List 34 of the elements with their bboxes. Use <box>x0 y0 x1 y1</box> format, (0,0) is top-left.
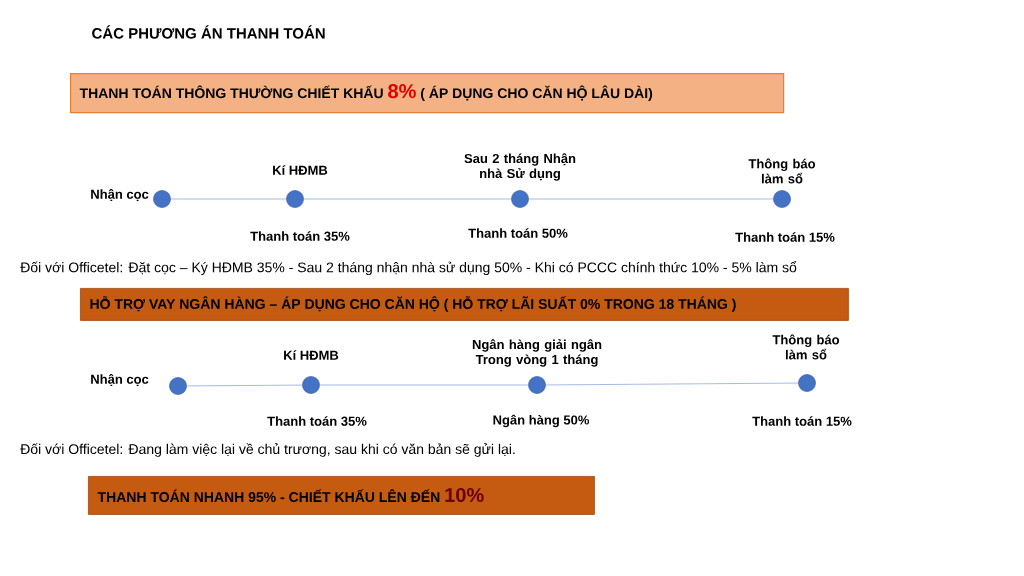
step-label: Ngân hàng 50% <box>493 414 590 428</box>
timeline-line <box>319 384 529 386</box>
timeline-dot <box>511 190 529 208</box>
timeline-dot <box>153 190 171 208</box>
step-label: Thông báo làm sổ <box>772 334 840 360</box>
step-label: Kí HĐMB <box>273 165 328 175</box>
timeline-line <box>528 198 774 200</box>
note: Đối với Officetel: Đặt cọc – Ký HĐMB 35% - Sau 2 tháng nhận nhà sử dụng 50% - Khi có PCCC chính thức 10% - 5% làm sổ <box>20 260 797 276</box>
step-label: Thanh toán 35% <box>267 416 367 426</box>
timeline-line <box>186 384 303 387</box>
banner: THANH TOÁN NHANH 95% - CHIẾT KHẤU LÊN ĐẾN 10% <box>88 476 595 515</box>
step-label: Nhận cọc <box>91 189 149 201</box>
timeline-dot <box>302 376 320 394</box>
banner: THANH TOÁN THÔNG THƯỜNG CHIẾT KHẤU 8% ( ÁP DỤNG CHO CĂN HỘ LÂU DÀI) <box>70 73 785 114</box>
timeline-dot <box>773 190 791 208</box>
timeline-dot <box>286 190 304 208</box>
note: Đối với Officetel: Đang làm việc lại về chủ trương, sau khi có văn bản sẽ gửi lại. <box>20 443 515 457</box>
timeline-dot <box>528 376 546 394</box>
timeline-line <box>545 382 799 386</box>
step-label: Thông báo làm sổ <box>748 158 816 184</box>
timeline-line <box>303 198 512 200</box>
step-label: Sau 2 tháng Nhận nhà Sử dụng <box>464 153 576 181</box>
step-label: Nhận cọc <box>91 374 149 386</box>
banner: HỖ TRỢ VAY NGÂN HÀNG – ÁP DỤNG CHO CĂN HỘ ( HỖ TRỢ LÃI SUẤT 0% TRONG 18 THÁNG ) <box>80 288 849 321</box>
step-label: Kí HĐMB <box>284 350 339 360</box>
timeline-dot <box>169 377 187 395</box>
step-label: Thanh toán 15% <box>752 416 852 426</box>
step-label: Thanh toán 15% <box>735 232 835 242</box>
step-label: Thanh toán 50% <box>468 228 568 238</box>
step-label: Ngân hàng giải ngân Trong vòng 1 tháng <box>472 339 602 367</box>
timeline-line <box>170 198 287 200</box>
heading: CÁC PHƯƠNG ÁN THANH TOÁN <box>92 25 325 39</box>
step-label: Thanh toán 35% <box>250 231 350 241</box>
timeline-dot <box>798 374 816 392</box>
